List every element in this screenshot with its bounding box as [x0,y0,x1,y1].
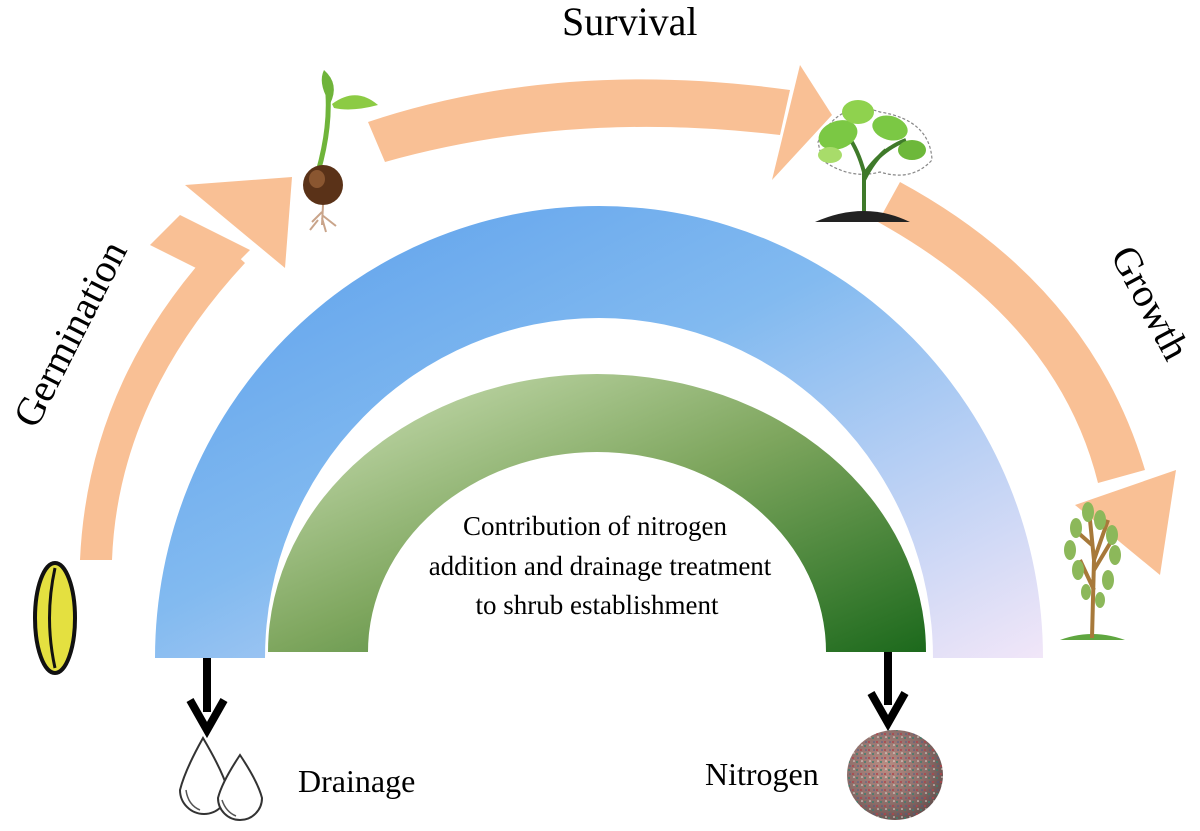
sprout-icon [303,70,378,233]
seed-icon [33,561,77,675]
nitrogen-granule-icon [847,730,943,820]
shrub-icon [1060,502,1125,640]
label-nitrogen: Nitrogen [705,756,819,792]
label-growth: Growth [1102,238,1199,367]
seedling-icon [815,100,933,222]
germination-arrow [42,177,292,560]
nitrogen-arrow [867,652,909,732]
center-text-line1: Contribution of nitrogen [463,511,727,541]
center-text-line3: to shrub establishment [476,590,719,620]
label-survival: Survival [562,0,698,44]
blue-arch-band [155,206,1043,658]
drainage-arrow [186,658,228,739]
green-arch-band [268,374,926,652]
growth-arrow [878,182,1176,575]
survival-arrow [368,65,832,180]
label-drainage: Drainage [298,763,415,799]
water-drops-icon [178,736,264,821]
center-text-line2: addition and drainage treatment [429,551,772,581]
